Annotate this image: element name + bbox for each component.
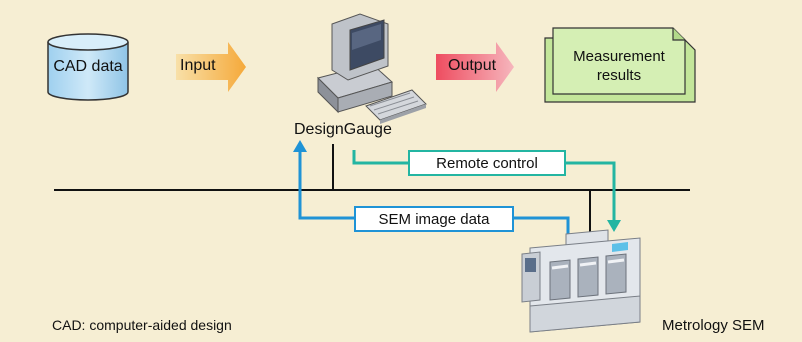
remote-control-label: Remote control: [408, 150, 566, 176]
cad-data-label: CAD data: [53, 58, 123, 75]
input-arrow-icon: [176, 42, 246, 92]
output-label: Output: [448, 57, 497, 74]
sem-image-data-label: SEM image data: [354, 206, 514, 232]
footnote: CAD: computer-aided design: [52, 317, 232, 333]
measurement-results-label: Measurement results: [573, 48, 665, 84]
designgauge-label: DesignGauge: [294, 121, 392, 138]
input-label: Input: [180, 57, 216, 74]
sem-image-data-arrowhead-icon: [293, 140, 307, 152]
cad-data-cylinder-icon: [47, 33, 129, 101]
remote-control-arrowhead-icon: [607, 220, 621, 232]
metrology-sem-label: Metrology SEM: [662, 317, 765, 334]
output-arrow-icon: [436, 42, 514, 92]
metrology-sem-machine-icon: [521, 229, 641, 333]
measurement-results-documents-icon: [544, 27, 696, 103]
computer-icon: [317, 13, 427, 124]
